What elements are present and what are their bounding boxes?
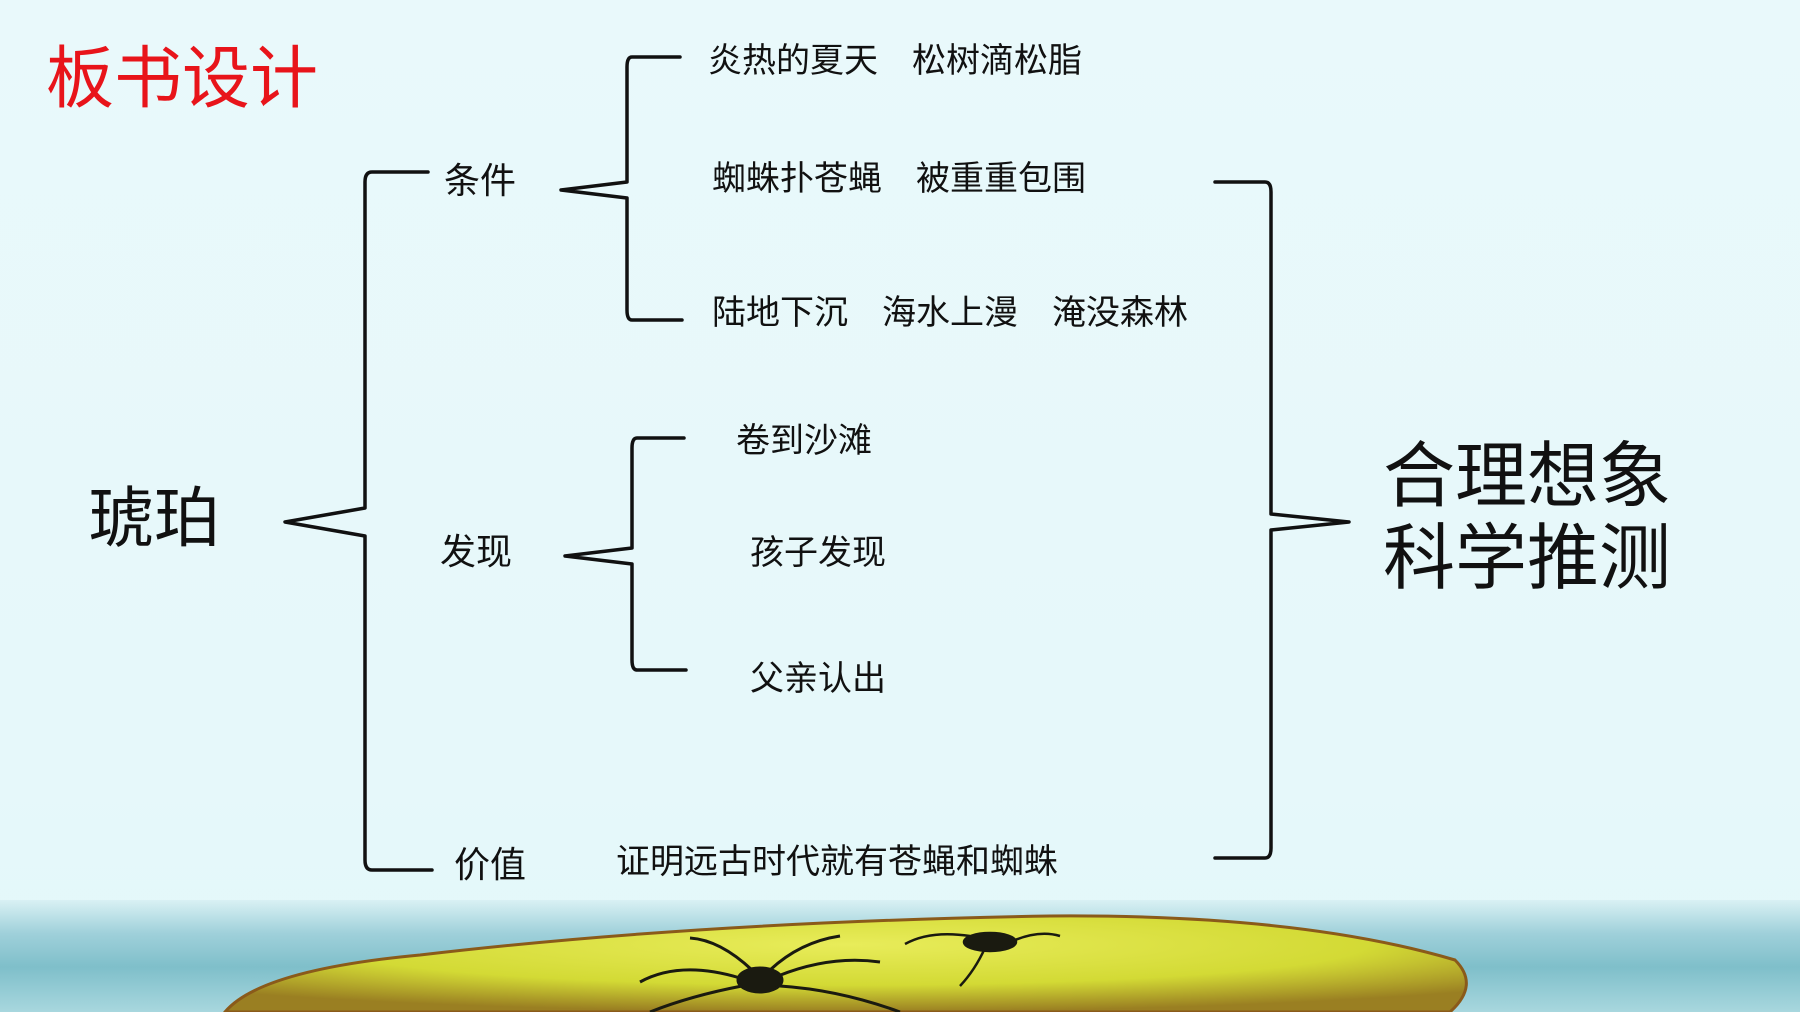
condition-item-1: 炎热的夏天 松树滴松脂 [708,41,1082,81]
slide-title: 板书设计 [46,40,319,119]
category-discovery: 发现 [440,532,513,573]
fly-icon [904,931,1061,987]
discovery-item-2: 孩子发现 [750,533,886,573]
condition-item-2: 蜘蛛扑苍蝇 被重重包围 [712,159,1086,199]
value-item-1: 证明远古时代就有苍蝇和蜘蛛 [616,842,1058,882]
condition-item-3: 陆地下沉 海水上漫 淹没森林 [712,293,1188,333]
conclusion-line-2: 科学推测 [1383,516,1672,600]
conditions-bracket [559,55,684,322]
root-topic: 琥珀 [88,480,220,557]
discovery-item-3: 父亲认出 [750,659,886,699]
discovery-item-1: 卷到沙滩 [736,421,872,461]
discovery-bracket [563,436,688,672]
category-value: 价值 [454,845,527,886]
main-bracket [283,170,434,872]
conclusion-line-1: 合理想象 [1383,434,1672,518]
spider-icon [639,934,901,1012]
category-conditions: 条件 [444,161,517,202]
amber-fossil-image [223,914,1468,1012]
conclusion-bracket [1213,180,1351,860]
